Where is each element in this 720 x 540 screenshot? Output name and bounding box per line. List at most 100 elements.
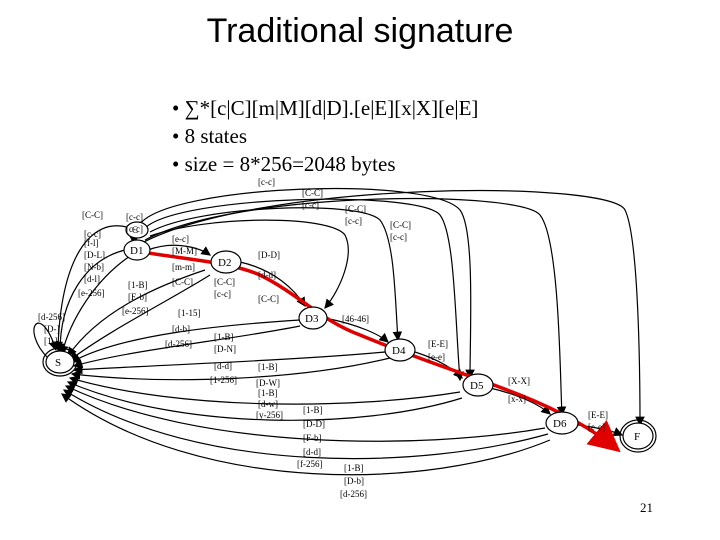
- state-label: D6: [553, 418, 567, 430]
- edge-s-self: [33, 322, 59, 359]
- edge-label: [e-256]: [78, 288, 105, 298]
- page-number: 21: [640, 500, 653, 515]
- edge-label: [D-N]: [214, 344, 236, 354]
- state-labels: S C D1 D2 D3 D4 D5 D6 F: [55, 225, 640, 443]
- bullet-size: • size = 8*256=2048 bytes: [172, 152, 396, 176]
- edge-label: [f-256]: [297, 459, 323, 469]
- edge-top-4: [149, 219, 349, 309]
- state-label: S: [55, 357, 61, 369]
- edge-label: [c-c]: [302, 200, 319, 210]
- state-d2: [210, 250, 242, 274]
- edge-label: [c-c]: [126, 212, 143, 222]
- state-s-outer: [42, 347, 78, 377]
- state-label: D4: [392, 345, 406, 357]
- edge-d4-to-d5: [414, 351, 463, 379]
- edge-label: [1-256]: [210, 375, 237, 385]
- edge-label: [c-c]: [126, 224, 143, 234]
- states: [42, 221, 657, 453]
- state-label: F: [634, 431, 640, 443]
- state-f: [622, 422, 654, 450]
- edge-label: [N-b]: [84, 262, 104, 272]
- state-d1: [123, 239, 151, 261]
- edge-top-6: [139, 190, 645, 427]
- edge-label: [y-256]: [256, 410, 283, 420]
- edge-d6-to-s-3: [61, 393, 551, 476]
- edge-label: [E-E]: [428, 339, 448, 349]
- edge-label: [M-M]: [172, 246, 197, 256]
- edge-label: [E-E]: [588, 410, 608, 420]
- edge-label: [X-X]: [508, 376, 530, 386]
- state-c: [125, 221, 149, 239]
- edge-label: [C-C]: [345, 204, 366, 214]
- edge-d1-to-d2: [147, 244, 211, 256]
- transition-labels: [c-c] [C-C] [c-c] [C-C] [c-c] [C-C] [c-c…: [38, 177, 608, 499]
- state-label: D3: [305, 313, 319, 325]
- edge-d5-to-s-2: [66, 380, 463, 421]
- edge-label: [D-D]: [258, 250, 280, 260]
- edge-label: [e-c]: [172, 234, 189, 244]
- edge-label: [c-c]: [345, 216, 362, 226]
- edge-label: [46-46]: [342, 314, 369, 324]
- edge-label: [1-B]: [258, 388, 278, 398]
- edge-d4-to-s-2: [70, 357, 391, 381]
- edge-label: [D-W]: [256, 378, 280, 388]
- edge-label: [1-B]: [303, 405, 323, 415]
- edge-label: [d-d]: [303, 447, 321, 457]
- edge-d6-to-s-2: [62, 389, 549, 460]
- edge-label: [D-D]: [303, 419, 325, 429]
- edge-label: [e-e]: [588, 422, 605, 432]
- edge-label: [C-C]: [258, 294, 279, 304]
- edge-d2-to-s: [67, 269, 206, 357]
- state-d6: [545, 411, 579, 435]
- edge-label: [C-C]: [172, 277, 193, 287]
- edge-label: [F-b]: [303, 433, 322, 443]
- edge-label: [d-256]: [340, 489, 367, 499]
- state-label: D5: [470, 380, 484, 392]
- edge-label: [C-C]: [390, 220, 411, 230]
- edge-top-3: [149, 207, 403, 342]
- edge-label: [d-d]: [214, 361, 232, 371]
- edge-label: [e-256]: [122, 306, 149, 316]
- edge-label: [m-m]: [172, 262, 195, 272]
- edge-label: [c-c]: [390, 232, 407, 242]
- edge-label: [C-C]: [302, 188, 323, 198]
- state-label: D1: [130, 245, 143, 257]
- edge-label: [c-c]: [258, 177, 275, 187]
- edge-d5-to-d6: [489, 387, 551, 415]
- edge-top-5: [144, 198, 567, 417]
- edge-label: [x-x]: [508, 394, 526, 404]
- back-edges: [33, 225, 551, 476]
- edge-label: [1-15]: [178, 308, 201, 318]
- edge-label: [d-w]: [258, 399, 278, 409]
- edge-d3-to-s: [70, 319, 301, 363]
- edge-label: [1-B]: [344, 463, 364, 473]
- edge-d1-to-s-2: [59, 255, 131, 356]
- state-d3: [298, 306, 328, 330]
- state-d5: [462, 373, 494, 397]
- edge-label: [d-256]: [165, 339, 192, 349]
- forward-edges: [129, 187, 645, 437]
- edge-label: [d-b]: [172, 324, 190, 334]
- state-label: D2: [218, 257, 231, 269]
- edge-top-2: [144, 198, 465, 382]
- slide-title: Traditional signature: [206, 12, 514, 50]
- edge-label: [C-C]: [214, 277, 235, 287]
- edge-d2-to-s-2: [69, 274, 211, 361]
- edge-label: [d-256]: [38, 312, 65, 322]
- edge-label: [d-d]: [258, 270, 276, 280]
- state-s: [45, 350, 75, 374]
- state-f-outer: [619, 419, 657, 453]
- edge-d5-to-s: [68, 375, 461, 405]
- edge-label: [1-B]: [214, 332, 234, 342]
- edge-label: [D-L]: [84, 250, 105, 260]
- edge-label: [c-c]: [84, 229, 101, 239]
- bullet-list: • ∑*[c|C][m|M][d|D].[e|E][x|X][e|E] • 8 …: [172, 94, 478, 178]
- edge-top-1: [139, 187, 475, 380]
- edge-label: [D-b]: [344, 476, 364, 486]
- edge-d3-to-d4: [324, 317, 389, 343]
- edge-label: [1-B]: [258, 362, 278, 372]
- bullet-states: • 8 states: [172, 124, 248, 148]
- state-label: C: [132, 225, 138, 235]
- edge-d4-to-s: [72, 351, 386, 375]
